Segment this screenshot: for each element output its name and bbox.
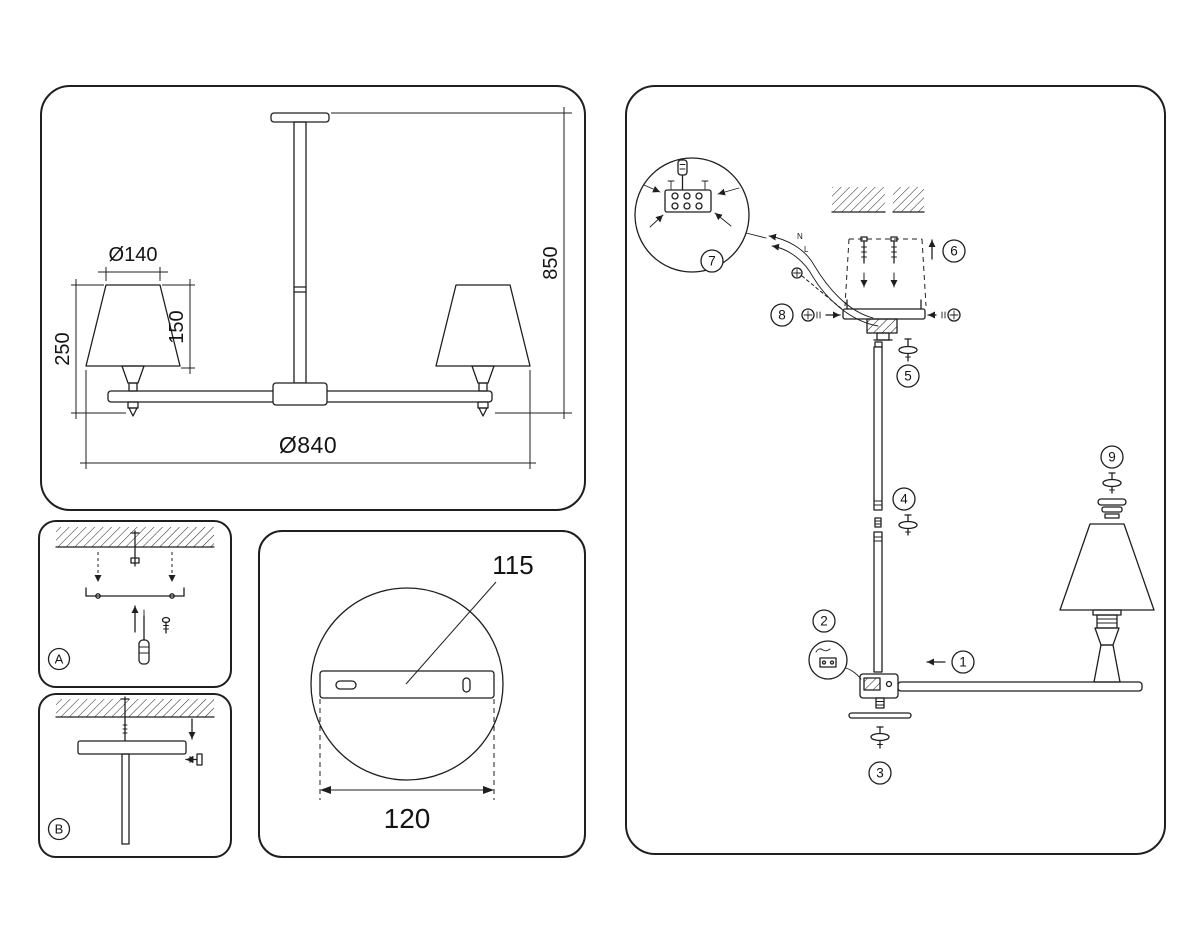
dim-shade-diameter bbox=[98, 267, 168, 281]
step-8-badge: 8 bbox=[770, 303, 794, 327]
svg-text:2: 2 bbox=[820, 614, 828, 629]
svg-text:4: 4 bbox=[900, 492, 908, 507]
dim-hole-spacing: 115 bbox=[492, 550, 533, 580]
svg-text:9: 9 bbox=[1108, 450, 1116, 465]
step-9-badge: 9 bbox=[1100, 445, 1124, 469]
dim-plate-width: 120 bbox=[384, 803, 431, 834]
terminal-block-icon bbox=[664, 180, 712, 213]
mounting-bracket bbox=[85, 587, 185, 599]
down-rod bbox=[121, 753, 130, 845]
assembly-panel: 6 8 bbox=[625, 85, 1166, 855]
screw-icon bbox=[161, 616, 171, 634]
hub-wiring-balloon bbox=[808, 640, 848, 680]
svg-text:6: 6 bbox=[950, 244, 958, 259]
screwdriver-icon bbox=[138, 609, 150, 665]
rod-lower bbox=[873, 531, 883, 673]
side-screw-icon bbox=[185, 753, 203, 766]
step-6-badge: 6 bbox=[942, 239, 966, 263]
chandelier-drawing bbox=[85, 112, 531, 417]
ceiling-hatch bbox=[831, 187, 925, 213]
mounting-screws bbox=[860, 236, 898, 288]
left-lamp bbox=[85, 284, 181, 417]
left-shade bbox=[85, 284, 181, 367]
bracket-screw-right-icon bbox=[927, 308, 961, 322]
wire-n-label: N bbox=[797, 232, 803, 241]
step-5-badge: 5 bbox=[896, 364, 920, 388]
hub-wires bbox=[842, 666, 862, 680]
svg-text:3: 3 bbox=[876, 766, 884, 781]
dim-label: 850 bbox=[540, 246, 562, 279]
slot-hole-right bbox=[462, 677, 471, 693]
slot-hole-left bbox=[335, 680, 357, 690]
svg-text:5: 5 bbox=[904, 369, 912, 384]
plate-bar bbox=[319, 670, 495, 699]
label-a-badge bbox=[47, 647, 71, 671]
svg-text:7: 7 bbox=[708, 254, 716, 269]
dim-total-diameter bbox=[80, 370, 536, 469]
svg-text:1: 1 bbox=[959, 655, 967, 670]
label-a: A bbox=[55, 652, 64, 667]
step-4-badge: 4 bbox=[892, 487, 916, 511]
right-lamp bbox=[435, 284, 531, 417]
dim-total-height bbox=[331, 107, 572, 419]
terminal-detail-balloon bbox=[634, 157, 767, 273]
washer-icon-4 bbox=[898, 514, 918, 536]
bottom-finial bbox=[848, 697, 912, 719]
dim-label: Ø140 bbox=[109, 244, 158, 266]
lamp-socket bbox=[1092, 609, 1122, 683]
step-1-badge: 1 bbox=[951, 650, 975, 674]
step-3-badge: 3 bbox=[868, 761, 892, 785]
mounting-plate-panel: 115 120 bbox=[258, 530, 586, 858]
washer-icon-9 bbox=[1102, 472, 1122, 494]
dim-plate-width-line bbox=[320, 786, 494, 794]
leader-line bbox=[405, 581, 497, 685]
dim-shade-height bbox=[162, 279, 195, 374]
ground-screw-icon bbox=[791, 267, 843, 310]
washer-icon-5 bbox=[898, 338, 918, 362]
projection-lines bbox=[319, 699, 495, 800]
dim-label: 150 bbox=[166, 310, 188, 343]
ceiling-hatch bbox=[55, 699, 215, 718]
dim-lamp-height bbox=[71, 279, 126, 419]
bracket-screw-left-icon bbox=[801, 308, 841, 322]
center-screw bbox=[120, 696, 130, 742]
shade-ring bbox=[1097, 498, 1127, 519]
right-shade bbox=[435, 284, 531, 367]
svg-text:8: 8 bbox=[778, 308, 786, 323]
center-hub bbox=[272, 382, 328, 406]
wire-l-label: L bbox=[804, 245, 809, 254]
dim-label: 250 bbox=[52, 332, 74, 365]
step-7-badge: 7 bbox=[700, 249, 724, 273]
ceiling-canopy bbox=[270, 112, 330, 123]
canopy-outline-dashed bbox=[844, 238, 927, 307]
anchor-pin bbox=[130, 530, 140, 567]
wire-lead-arrows bbox=[643, 184, 740, 228]
hub bbox=[859, 673, 899, 699]
overview-panel: Ø140 150 250 850 bbox=[40, 85, 586, 511]
stem-rod bbox=[293, 121, 307, 384]
lamp-shade bbox=[1059, 523, 1155, 611]
mount-method-a-panel: A bbox=[38, 520, 232, 688]
label-b-badge bbox=[47, 817, 71, 841]
supply-wires bbox=[768, 233, 879, 327]
plate-circle bbox=[310, 587, 504, 781]
alignment-guides bbox=[94, 552, 176, 582]
rod-upper bbox=[873, 341, 883, 511]
canopy-plate bbox=[77, 740, 187, 755]
screwdriver-icon bbox=[677, 159, 688, 190]
rod-coupler bbox=[874, 517, 882, 528]
washer-icon-3 bbox=[870, 726, 890, 749]
label-b: B bbox=[55, 822, 64, 837]
mount-method-b-panel: B bbox=[38, 693, 232, 858]
canopy-bracket bbox=[842, 299, 926, 341]
step-2-badge: 2 bbox=[812, 609, 836, 633]
dim-label: Ø840 bbox=[279, 432, 337, 458]
arm bbox=[897, 681, 1143, 692]
